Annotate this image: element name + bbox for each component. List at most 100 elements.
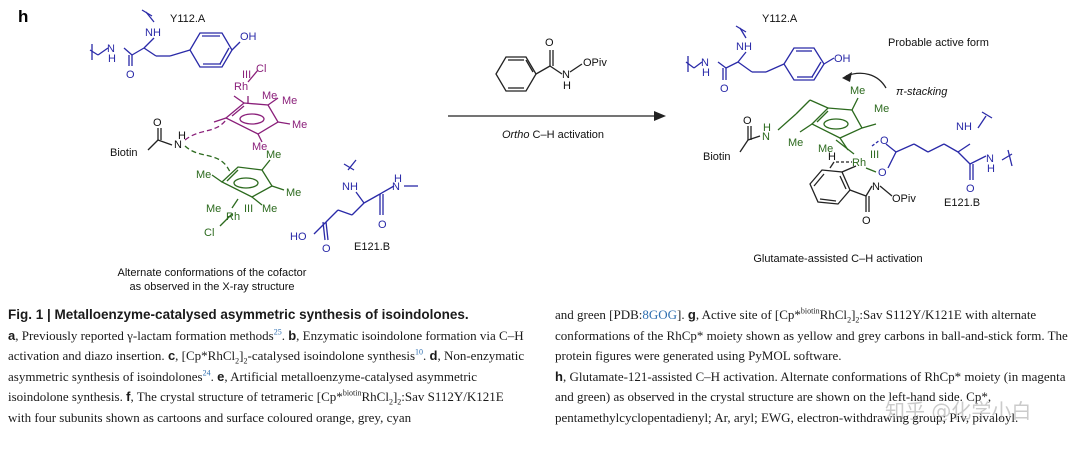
- residue-label-y112-left: Y112.A: [170, 13, 206, 25]
- caption-g-label: g: [687, 307, 696, 322]
- me-m4: Me: [252, 141, 267, 153]
- me-r4: Me: [818, 143, 833, 155]
- rh-bot-left: Rh: [226, 211, 240, 223]
- arrow-label: Ortho C–H activation: [502, 129, 604, 141]
- tyr-n-left: N: [107, 43, 115, 55]
- caption-a-label: a: [8, 327, 16, 343]
- me-g4: Me: [262, 203, 277, 215]
- caption-f-text-2: RhCl: [361, 389, 389, 404]
- caption-g-text-2: RhCl: [819, 307, 848, 322]
- glu-n-h-left: H: [394, 173, 402, 185]
- residue-label-e121-right: E121.B: [944, 197, 980, 209]
- rh-bot-ox-left: III: [244, 203, 253, 215]
- caption-h-text: , Glutamate-121-assisted C–H activation.…: [555, 368, 1066, 425]
- o-link-left: O: [153, 117, 162, 129]
- tyr-n-right: N: [701, 57, 709, 69]
- tyr-o-right: O: [720, 83, 729, 95]
- caption-f-sub2: 2: [397, 397, 402, 407]
- caption-b-label: b: [288, 327, 297, 343]
- cl-top-left: Cl: [256, 63, 266, 75]
- reagent-opiv: OPiv: [583, 57, 607, 69]
- tyr-h-right: H: [702, 67, 710, 79]
- caption-g-sub2: 2: [855, 315, 860, 325]
- caption-b-text: , Enzymatic isoindolone formation via C–…: [8, 327, 524, 364]
- biotin-left: Biotin: [110, 147, 138, 159]
- ref-10[interactable]: 10: [415, 347, 424, 357]
- caption-h-label: h: [555, 368, 563, 384]
- rh-top-left: Rh: [234, 81, 248, 93]
- caption-c-label: c: [167, 348, 176, 363]
- caption-r-text-1: and green [PDB:: [555, 307, 643, 322]
- glu-ho-left: HO: [290, 231, 307, 243]
- tyr-nh-left: NH: [145, 27, 161, 39]
- caption-left-column: Fig. 1 | Metalloenzyme-catalysed asymmet…: [8, 307, 525, 425]
- arrow-label-ortho: Ortho: [502, 129, 530, 141]
- tyr-h-left: H: [108, 53, 116, 65]
- caption-d-text: , Non-enzymatic asymmetric synthesis of …: [8, 348, 525, 384]
- me-g1: Me: [196, 169, 211, 181]
- me-r3: Me: [788, 137, 803, 149]
- glu-nh-left: NH: [342, 181, 358, 193]
- me-r2: Me: [874, 103, 889, 115]
- glu-n2-h-right: H: [987, 163, 995, 175]
- caption-e-text: , Artificial metalloenzyme-catalysed asy…: [8, 368, 478, 405]
- left-caption-line1: Alternate conformations of the cofactor: [118, 267, 307, 279]
- reagent-o: O: [545, 37, 554, 49]
- caption-f-label: f: [126, 389, 131, 404]
- me-m2: Me: [282, 95, 297, 107]
- n-link-right: N: [762, 131, 770, 143]
- n-link-left: N: [174, 139, 182, 151]
- me-g5: Me: [206, 203, 221, 215]
- caption-c-text-1: , [Cp*RhCl: [175, 348, 236, 363]
- o-link-right: O: [743, 115, 752, 127]
- caption-g-text-4: :Sav S112Y/K121E with alternate conforma…: [555, 307, 1068, 363]
- panel-letter-h: h: [18, 7, 28, 26]
- glu-o2-left: O: [322, 243, 331, 255]
- me-m1: Me: [262, 90, 277, 102]
- caption-g-text-3: ]: [851, 307, 856, 322]
- me-r1: Me: [850, 85, 865, 97]
- tyr-nh-right: NH: [736, 41, 752, 53]
- active-form-label: Probable active form: [888, 37, 989, 49]
- caption-d-label: d: [429, 348, 438, 363]
- me-g2: Me: [266, 149, 281, 161]
- me-m3: Me: [292, 119, 307, 131]
- opiv-right: OPiv: [892, 193, 916, 205]
- glu-o1-left: O: [378, 219, 387, 231]
- h-atom-right: H: [828, 151, 836, 163]
- residue-label-y112-right: Y112.A: [762, 13, 798, 25]
- ref-25[interactable]: 25: [273, 327, 282, 337]
- reagent-n: N: [562, 69, 570, 81]
- arrow-label-rest: C–H activation: [529, 129, 604, 141]
- glu-o3-right: O: [966, 183, 975, 195]
- caption-f-text-4: :Sav S112Y/K121E with four subunits show…: [8, 389, 504, 425]
- caption-g-sub1: 2: [847, 315, 852, 325]
- pdb-link[interactable]: 8GOG: [642, 307, 678, 322]
- rh-top-ox-left: III: [242, 69, 251, 81]
- tyr-oh-left: OH: [240, 31, 257, 43]
- ref-24[interactable]: 24: [202, 368, 211, 378]
- figure-title: Fig. 1 | Metalloenzyme-catalysed asymmet…: [8, 307, 469, 322]
- right-caption: Glutamate-assisted C–H activation: [753, 253, 922, 265]
- rh-ox-right: III: [870, 149, 879, 161]
- me-g3: Me: [286, 187, 301, 199]
- caption-right-column: and green [PDB:8GOG]. g, Active site of …: [555, 305, 1073, 428]
- reaction-arrow: O N H OPiv Ortho C–H activation: [448, 37, 666, 141]
- n-link-h-left: H: [178, 130, 186, 142]
- o-amide-right: O: [862, 215, 871, 227]
- glu-n2-right: N: [986, 153, 994, 165]
- caption-f-text-1: , The crystal structure of tetrameric [C…: [130, 389, 343, 404]
- pi-stacking-label: π-stacking: [896, 86, 948, 98]
- caption-g-sup: biotin: [800, 306, 820, 316]
- tyr-o-left: O: [126, 69, 135, 81]
- n-link-h-right: H: [763, 122, 771, 134]
- glu-nh-right: NH: [956, 121, 972, 133]
- caption-c-text-2: ]: [239, 348, 244, 363]
- caption-g-text-1: , Active site of [Cp*: [695, 307, 801, 322]
- glu-o1-right: O: [880, 135, 889, 147]
- caption-f-text-3: ]: [392, 389, 398, 404]
- reagent-h: H: [563, 80, 571, 92]
- right-structure: Y112.A Probable active form π-stacking: [685, 13, 1013, 265]
- left-structure: N H NH O OH Y112.A Rh III Cl Me Me Me Me: [89, 9, 418, 293]
- glu-n-right-left: N: [392, 181, 400, 193]
